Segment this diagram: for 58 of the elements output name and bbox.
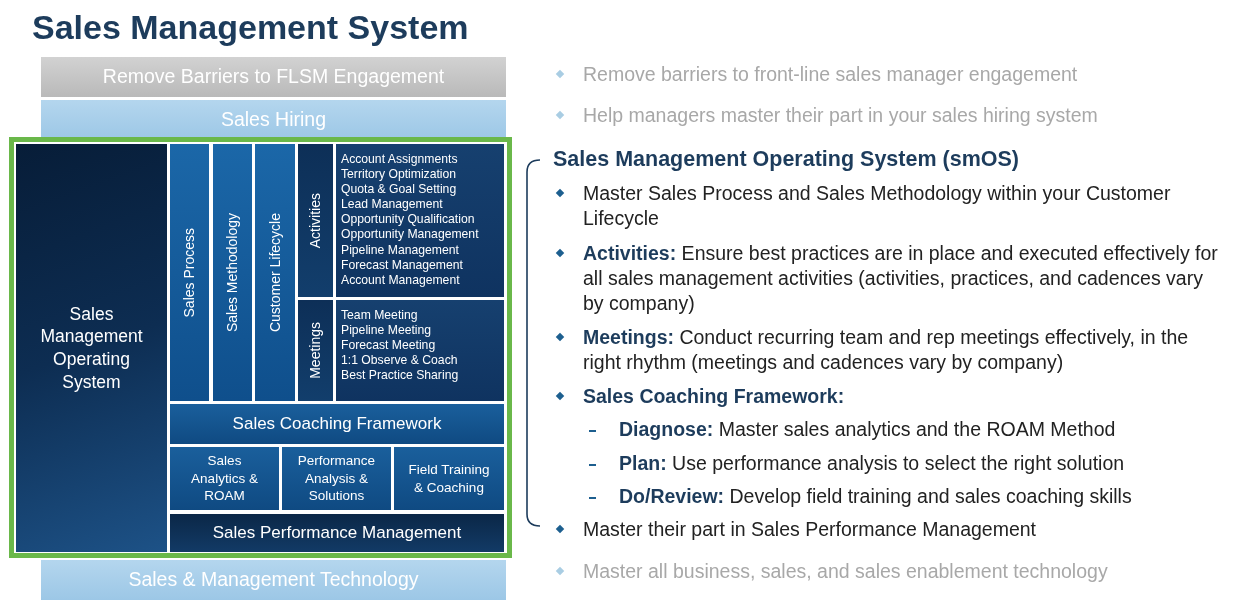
list-item: Lead Management xyxy=(341,197,443,213)
list-item: Best Practice Sharing xyxy=(341,368,459,384)
list-item: Forecast Meeting xyxy=(341,338,436,354)
list-item: Account Management xyxy=(341,272,460,288)
block-panel xyxy=(170,404,504,444)
node-label: Sales Methodology xyxy=(223,212,242,333)
bullet-text: Meetings: Conduct recurring team and rep meetings effectively, in the right rhythm (meetings and cadences vary by company) xyxy=(583,325,1190,375)
category-panel xyxy=(298,300,333,401)
node-label: Sales Management Operating System xyxy=(39,302,144,394)
bullet-text: Remove barriers to front-line sales manager engagement xyxy=(583,62,1079,87)
node-label: Field Training & Coaching xyxy=(408,460,490,497)
diagram-title: Sales Management System xyxy=(32,8,469,47)
list-panel xyxy=(336,300,504,401)
block-panel xyxy=(170,447,279,510)
banner-bar xyxy=(41,100,506,140)
block-panel xyxy=(282,447,391,510)
node-label: Activities xyxy=(306,192,325,249)
list-item: Pipeline Meeting xyxy=(341,323,432,339)
list-item: Team Meeting xyxy=(341,308,418,324)
node-label: Performance Analysis & Solutions xyxy=(296,452,377,505)
list-panel xyxy=(336,144,504,297)
node-label: Sales & Management Technology xyxy=(128,567,419,593)
node-label: Sales Process xyxy=(180,227,199,318)
category-panel xyxy=(298,144,333,297)
banner-bar xyxy=(41,57,506,97)
bullet-text: Plan: Use performance analysis to select the right solution xyxy=(619,451,1126,476)
bullet-text: Sales Coaching Framework: xyxy=(583,384,846,409)
column-panel xyxy=(213,144,252,401)
system-panel xyxy=(16,144,167,552)
bullet-text: Master Sales Process and Sales Methodology within your Customer Lifecycle xyxy=(583,181,1172,231)
node-label: Sales Coaching Framework xyxy=(232,412,442,435)
list-item: Pipeline Management xyxy=(341,242,459,258)
node-label: Remove Barriers to FLSM Engagement xyxy=(102,64,445,90)
list-item: 1:1 Observe & Coach xyxy=(341,353,458,369)
column-panel xyxy=(255,144,295,401)
list-item: Account Assignments xyxy=(341,152,458,168)
banner-bar xyxy=(41,560,506,600)
node-label: Meetings xyxy=(306,322,325,379)
node-label: Sales Performance Management xyxy=(212,521,462,544)
frame-outline xyxy=(9,137,512,558)
bullet-text: Master their part in Sales Performance Management xyxy=(583,517,1038,542)
bullet-text: Help managers master their part in your sales hiring system xyxy=(583,103,1099,128)
section-heading: Sales Management Operating System (smOS) xyxy=(553,147,1020,172)
foundation-bar xyxy=(170,514,504,552)
list-item: Opportunity Management xyxy=(341,227,479,243)
list-item: Forecast Management xyxy=(341,257,463,273)
list-item: Opportunity Qualification xyxy=(341,212,475,228)
bullet-text: Do/Review: Develop field training and sales coaching skills xyxy=(619,484,1133,509)
column-panel xyxy=(170,144,209,401)
list-item: Quota & Goal Setting xyxy=(341,182,457,198)
list-item: Territory Optimization xyxy=(341,167,457,183)
block-panel xyxy=(394,447,504,510)
node-label: Sales Analytics & ROAM xyxy=(190,452,259,505)
node-label: Sales Hiring xyxy=(220,107,327,133)
bullet-text: Diagnose: Master sales analytics and the ROAM Method xyxy=(619,417,1117,442)
node-label: Customer Lifecycle xyxy=(265,212,284,332)
bullet-text: Master all business, sales, and sales enablement technology xyxy=(583,559,1109,584)
bullet-text: Activities: Ensure best practices are in place and executed effectively for all sales management activities (activities, practices, and cadences vary by company) xyxy=(583,241,1219,316)
